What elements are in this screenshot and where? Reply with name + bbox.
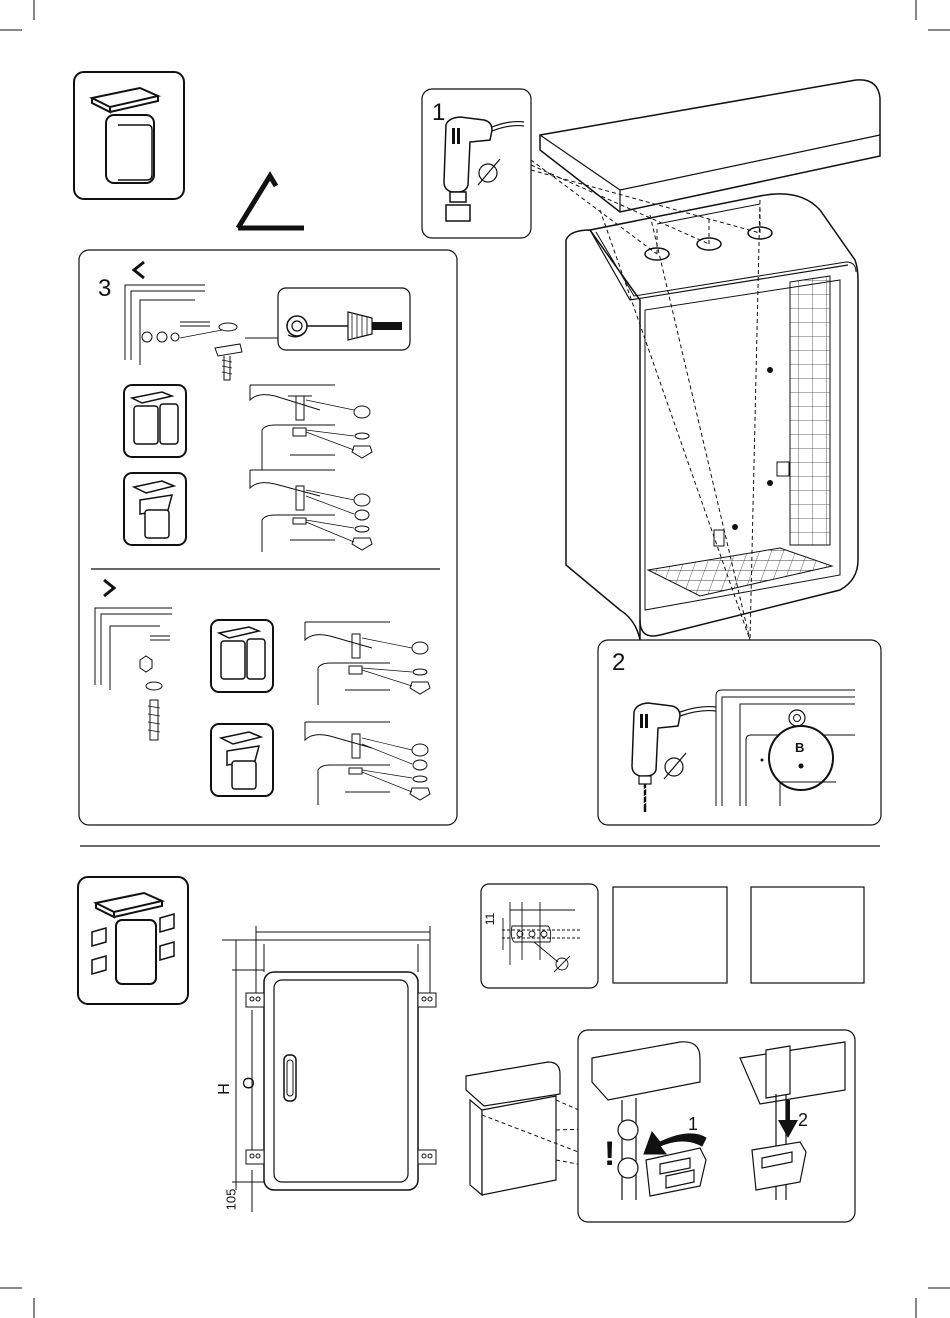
hanging-step1-label: 1 (688, 1114, 698, 1135)
enclosure-folded-icon-2 (211, 724, 273, 796)
angle-icon (238, 176, 304, 228)
hole-pattern-panel (481, 884, 598, 988)
step3-label: 3 (98, 275, 111, 303)
offset-label: 105 (223, 1189, 238, 1211)
enclosure-door-open-icon-2 (211, 620, 273, 692)
width-symbol-label: O (241, 1077, 259, 1089)
warning-label: ! (604, 1135, 615, 1174)
drill-point-label: B (795, 740, 804, 755)
step2-label: 2 (612, 649, 625, 677)
enclosure-large (531, 80, 880, 640)
small-enclosure (466, 1062, 560, 1195)
hanging-step2-label: 2 (798, 1110, 808, 1131)
wall-mount-enclosure-icon (78, 877, 188, 1004)
step1-label: 1 (432, 99, 445, 127)
roof-enclosure-icon (74, 72, 184, 199)
hole-spacing-label: 11 (483, 913, 497, 925)
enclosure-folded-icon (124, 473, 186, 545)
blank-panel-1 (613, 887, 727, 983)
enclosure-door-open-icon (124, 385, 186, 457)
height-label: H (216, 1083, 234, 1095)
blank-panel-2 (751, 887, 864, 983)
front-view-dimensions (222, 926, 430, 1212)
